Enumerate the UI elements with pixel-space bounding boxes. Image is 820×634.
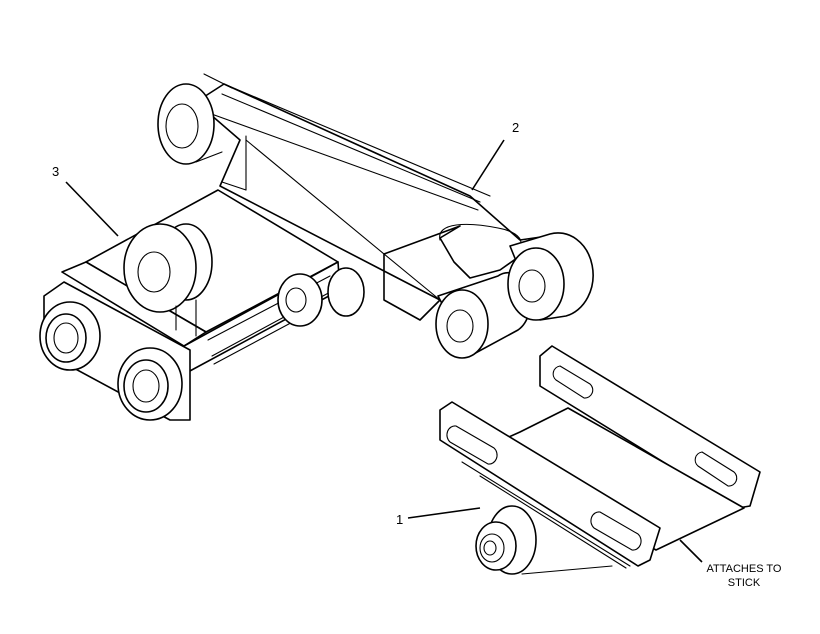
callout-2-leader [471, 139, 505, 191]
part-1-bracket [439, 345, 761, 575]
callout-2-label: 2 [512, 120, 519, 135]
callout-3-leader [65, 181, 119, 237]
callout-1-leader [407, 507, 481, 519]
callout-1: 1 [396, 507, 481, 527]
callout-1-label: 1 [396, 512, 403, 527]
callout-2: 2 [471, 120, 519, 191]
callout-3-label: 3 [52, 164, 59, 179]
note-line-1: ATTACHES TO [707, 563, 782, 575]
part-2-arm [157, 73, 594, 359]
callout-3: 3 [52, 164, 119, 237]
attaches-to-stick-note: ATTACHES TO STICK [679, 539, 782, 589]
part-3-link-assembly [39, 189, 365, 421]
note-line-2: STICK [728, 577, 761, 589]
note-leader [679, 539, 703, 563]
